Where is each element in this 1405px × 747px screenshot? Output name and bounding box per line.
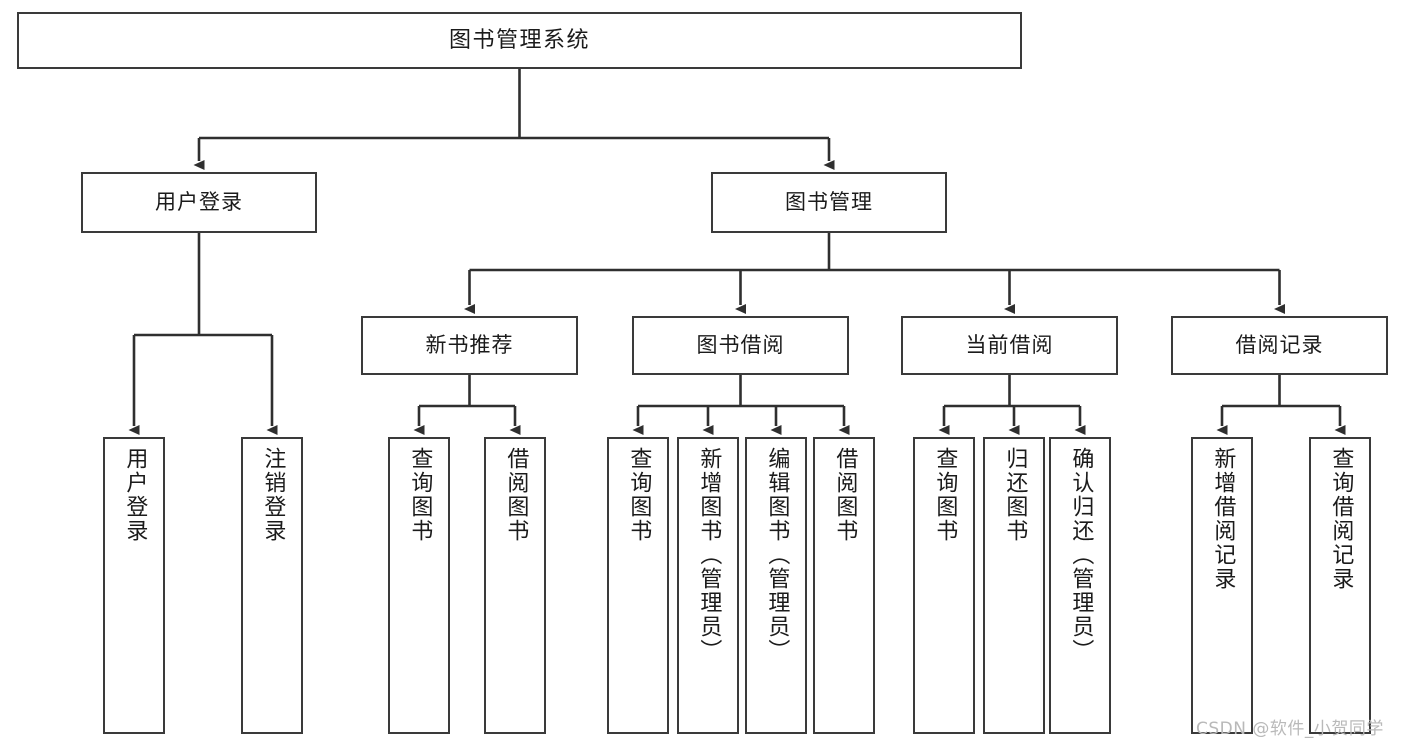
node-label: 用户登录 <box>122 447 148 543</box>
node-leaf-logout[interactable]: 注销登录 <box>241 437 303 734</box>
node-leaf-user-login[interactable]: 用户登录 <box>103 437 165 734</box>
node-book-borrow[interactable]: 图书借阅 <box>632 316 849 375</box>
node-label: 新增借阅记录 <box>1210 447 1236 591</box>
node-label: 借阅图书 <box>832 447 858 543</box>
node-leaf-add-record[interactable]: 新增借阅记录 <box>1191 437 1253 734</box>
node-leaf-query-book-1[interactable]: 查询图书 <box>388 437 450 734</box>
node-root[interactable]: 图书管理系统 <box>17 12 1022 69</box>
node-label: 图书管理系统 <box>448 27 590 53</box>
node-label: 图书管理 <box>785 190 873 215</box>
node-borrow-record[interactable]: 借阅记录 <box>1171 316 1388 375</box>
node-label: 查询借阅记录 <box>1328 447 1354 591</box>
node-label: 借阅记录 <box>1235 333 1324 358</box>
csdn-watermark: CSDN @软件_小贺同学 <box>1196 719 1384 739</box>
node-leaf-query-book-2[interactable]: 查询图书 <box>607 437 669 734</box>
node-label: 查询图书 <box>932 447 958 543</box>
node-label: 借阅图书 <box>503 447 529 543</box>
node-leaf-query-book-3[interactable]: 查询图书 <box>913 437 975 734</box>
node-label: 用户登录 <box>155 190 243 215</box>
node-label: 查询图书 <box>626 447 652 543</box>
node-new-book-rec[interactable]: 新书推荐 <box>361 316 578 375</box>
node-user-login[interactable]: 用户登录 <box>81 172 317 233</box>
node-leaf-borrow-book-2[interactable]: 借阅图书 <box>813 437 875 734</box>
node-leaf-confirm-return[interactable]: 确认归还（管理员） <box>1049 437 1111 734</box>
node-label: 新书推荐 <box>425 333 514 358</box>
node-label: 新增图书（管理员） <box>696 447 722 663</box>
node-leaf-query-record[interactable]: 查询借阅记录 <box>1309 437 1371 734</box>
node-leaf-add-book[interactable]: 新增图书（管理员） <box>677 437 739 734</box>
node-label: 归还图书 <box>1002 447 1028 543</box>
node-book-manage[interactable]: 图书管理 <box>711 172 947 233</box>
node-label: 图书借阅 <box>696 333 785 358</box>
node-leaf-borrow-book-1[interactable]: 借阅图书 <box>484 437 546 734</box>
node-label: 当前借阅 <box>965 333 1054 358</box>
node-leaf-return-book[interactable]: 归还图书 <box>983 437 1045 734</box>
node-leaf-edit-book[interactable]: 编辑图书（管理员） <box>745 437 807 734</box>
node-label: 注销登录 <box>260 447 286 543</box>
node-label: 确认归还（管理员） <box>1068 447 1094 663</box>
node-current-borrow[interactable]: 当前借阅 <box>901 316 1118 375</box>
node-label: 查询图书 <box>407 447 433 543</box>
node-label: 编辑图书（管理员） <box>764 447 790 663</box>
